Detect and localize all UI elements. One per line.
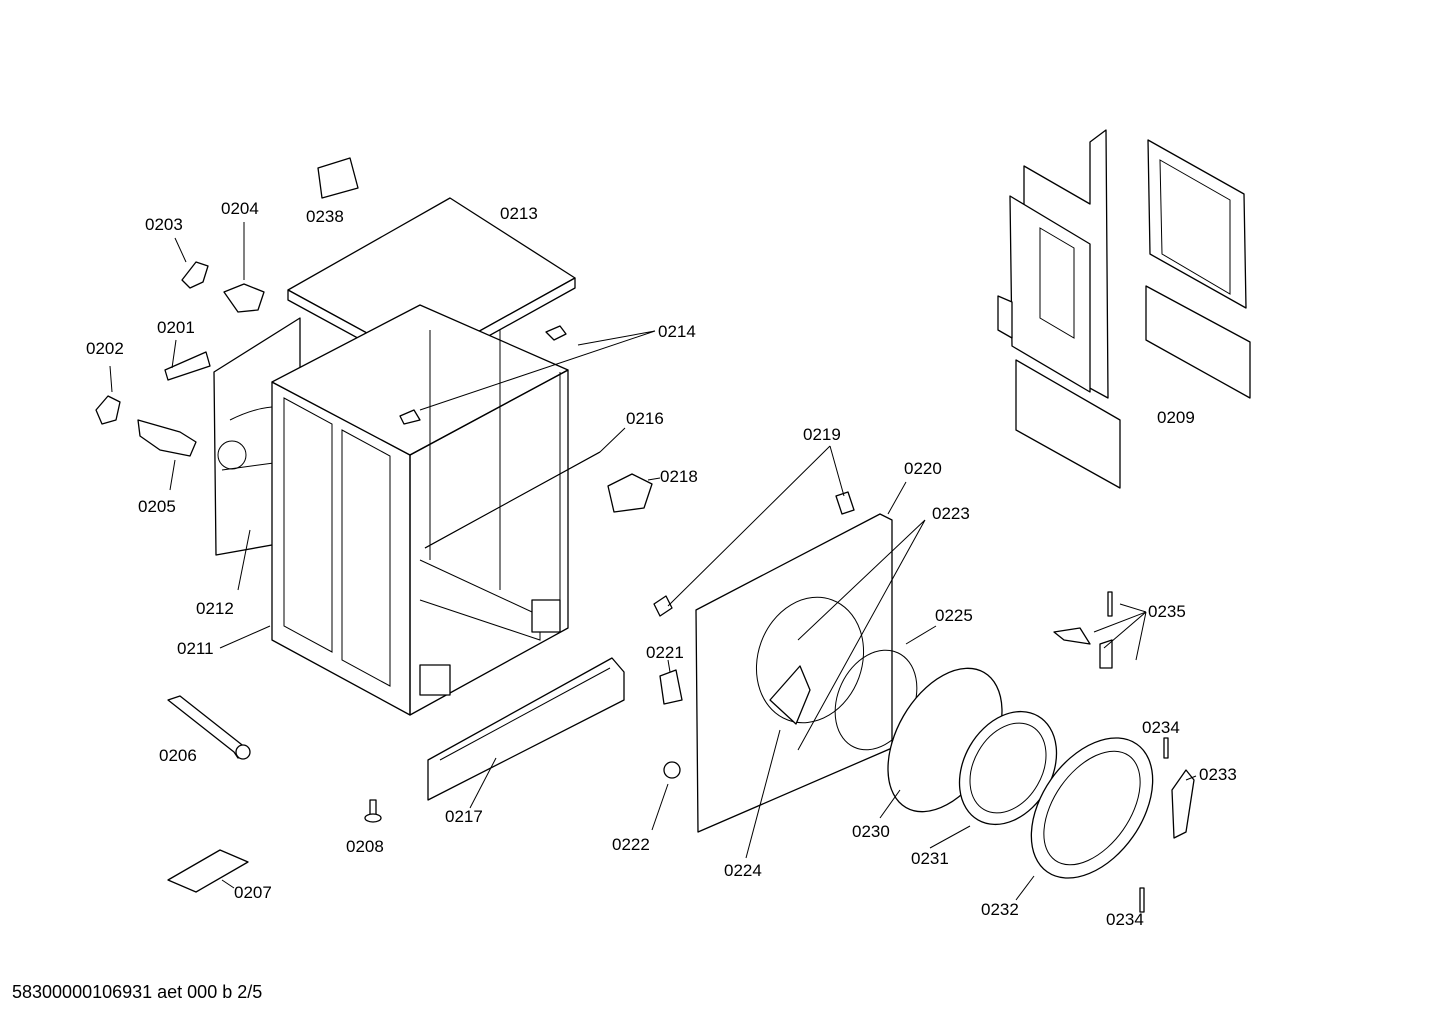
label-0223: 0223 — [932, 504, 970, 523]
label-0218: 0218 — [660, 467, 698, 486]
label-0235: 0235 — [1148, 602, 1186, 621]
label-0211: 0211 — [177, 639, 214, 658]
label-0207: 0207 — [234, 883, 272, 902]
label-0212: 0212 — [196, 599, 234, 618]
small-parts-left — [95, 157, 653, 893]
label-0219: 0219 — [803, 425, 841, 444]
label-0216: 0216 — [626, 409, 664, 428]
label-0203: 0203 — [145, 215, 183, 234]
label-0220: 0220 — [904, 459, 942, 478]
label-0224: 0224 — [724, 861, 762, 880]
label-0202: 0202 — [86, 339, 124, 358]
label-0208: 0208 — [346, 837, 384, 856]
label-0222: 0222 — [612, 835, 650, 854]
part-labels: 0203 0204 0238 0213 0201 0202 0214 0216 … — [86, 199, 1237, 929]
label-0206: 0206 — [159, 746, 197, 765]
label-0234-top: 0234 — [1142, 718, 1180, 737]
document-id-footer: 58300000106931 aet 000 b 2/5 — [12, 982, 262, 1002]
label-0231: 0231 — [911, 849, 949, 868]
label-0238: 0238 — [306, 207, 344, 226]
front-panel-and-door — [653, 491, 1195, 913]
label-0205: 0205 — [138, 497, 176, 516]
label-0201: 0201 — [157, 318, 195, 337]
label-0214: 0214 — [658, 322, 696, 341]
label-0233: 0233 — [1199, 765, 1237, 784]
label-0209: 0209 — [1157, 408, 1195, 427]
label-0213: 0213 — [500, 204, 538, 223]
leader-lines — [109, 222, 1197, 901]
insulation-panels — [997, 129, 1251, 489]
label-0230: 0230 — [852, 822, 890, 841]
label-0204: 0204 — [221, 199, 259, 218]
cabinet-housing — [213, 197, 625, 801]
label-0232: 0232 — [981, 900, 1019, 919]
label-0225: 0225 — [935, 606, 973, 625]
label-0221: 0221 — [646, 643, 684, 662]
label-0234-bottom: 0234 — [1106, 910, 1144, 929]
label-0217: 0217 — [445, 807, 483, 826]
